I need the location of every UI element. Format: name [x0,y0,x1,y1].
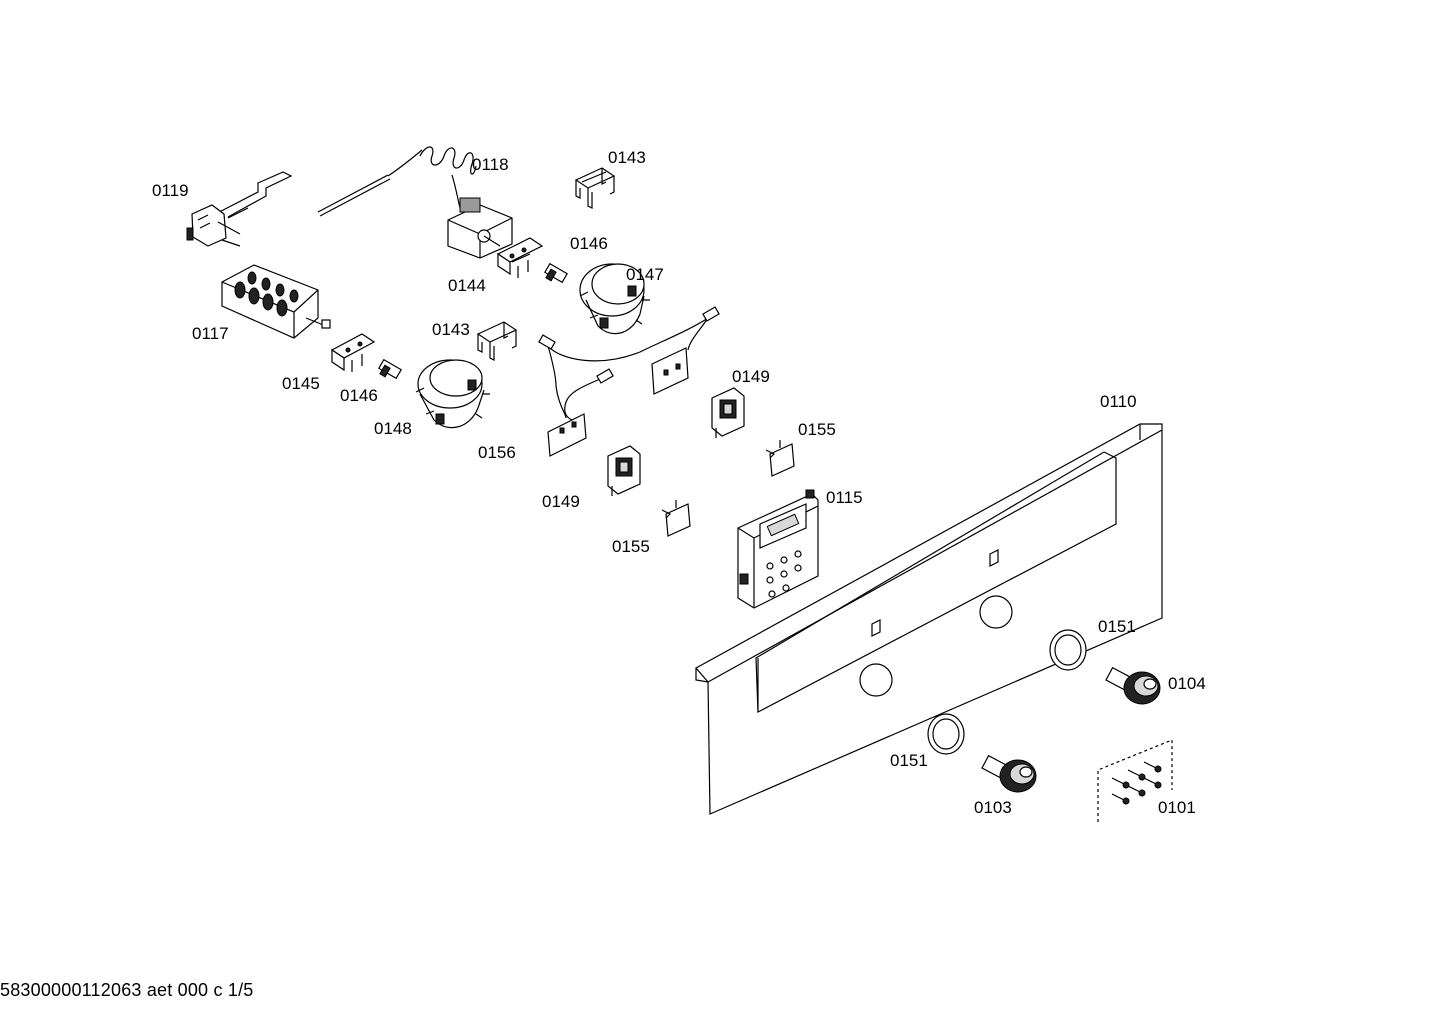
label-0118: 0118 [472,155,509,174]
label-0146: 0146 [570,234,608,253]
label-0101: 0101 [1158,798,1196,817]
label-0110: 0110 [1100,392,1137,411]
part-0104-knob[interactable] [1105,666,1161,705]
part-0110-control-panel[interactable] [695,423,1163,815]
label-0143: 0143 [608,148,646,167]
part-0143-clip-middle[interactable] [476,321,518,361]
part-0145-terminal[interactable] [330,333,376,372]
part-labels: 0119 0118 0143 0146 0144 0147 0117 0143 … [152,148,1206,817]
label-0149: 0149 [542,492,580,511]
part-0144-terminal[interactable] [496,237,544,278]
part-0151-ring-upper[interactable] [1049,629,1087,671]
part-0149-holder-lower[interactable] [607,445,641,496]
label-0103: 0103 [974,798,1012,817]
label-0155: 0155 [612,537,650,556]
label-0143: 0143 [432,320,470,339]
label-0149: 0149 [732,367,770,386]
part-0115-control-module[interactable] [737,489,819,609]
part-0155-clip-lower[interactable] [661,500,691,537]
label-0119: 0119 [152,181,189,200]
label-0144: 0144 [448,276,486,295]
label-0148: 0148 [374,419,412,438]
part-0148-housing[interactable] [415,359,490,429]
label-0146: 0146 [340,386,378,405]
part-0146-connector-top[interactable] [544,262,568,284]
part-0118-thermostat[interactable] [317,146,513,259]
part-0101-screws[interactable] [1097,739,1173,822]
part-0117-switch[interactable] [221,264,331,339]
label-0147: 0147 [626,265,664,284]
part-0147-housing[interactable] [579,263,650,335]
label-0151: 0151 [1098,617,1136,636]
label-0115: 0115 [826,488,863,507]
part-0149-holder-upper[interactable] [711,387,745,438]
part-0143-clip-top[interactable] [574,167,616,209]
label-0117: 0117 [192,324,229,343]
label-0104: 0104 [1168,674,1206,693]
label-0151: 0151 [890,751,928,770]
label-0155: 0155 [798,420,836,439]
part-0151-ring-lower[interactable] [927,713,965,755]
part-0156-wiring-harness[interactable] [538,306,720,457]
part-0155-clip-upper[interactable] [765,440,795,477]
drawing-id: 58300000112063 aet 000 c 1/5 [0,980,254,1000]
label-0156: 0156 [478,443,516,462]
part-0119-bracket[interactable] [186,171,293,247]
part-0146-connector-lower[interactable] [378,358,402,380]
part-0103-knob[interactable] [981,754,1037,793]
label-0145: 0145 [282,374,320,393]
